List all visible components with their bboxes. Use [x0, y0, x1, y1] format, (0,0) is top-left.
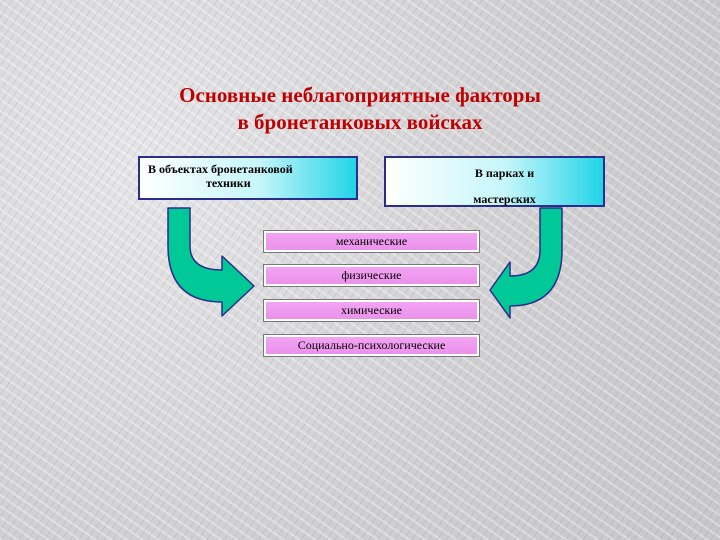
right-curved-arrow [489, 207, 563, 319]
left-curved-arrow [167, 207, 255, 317]
source-box-parks-line-1: В парках и [474, 166, 535, 180]
factor-socio-psychological: Социально-психологические [263, 334, 480, 357]
source-box-parks-line-2: мастерских [473, 192, 536, 206]
title-line-2: в бронетанковых войсках [237, 110, 483, 134]
factor-physical: физические [263, 264, 480, 287]
diagram-title: Основные неблагоприятные факторы в броне… [0, 82, 720, 136]
source-box-vehicles: В объектах бронетанковой техники [138, 156, 358, 200]
factor-chemical: химические [263, 299, 480, 322]
title-line-1: Основные неблагоприятные факторы [179, 83, 541, 107]
factor-mechanical: механические [263, 230, 480, 253]
source-box-parks: В парках и мастерских [384, 156, 605, 207]
source-box-vehicles-line-2: техники [206, 176, 251, 190]
source-box-vehicles-line-1: В объектах бронетанковой [148, 162, 293, 176]
